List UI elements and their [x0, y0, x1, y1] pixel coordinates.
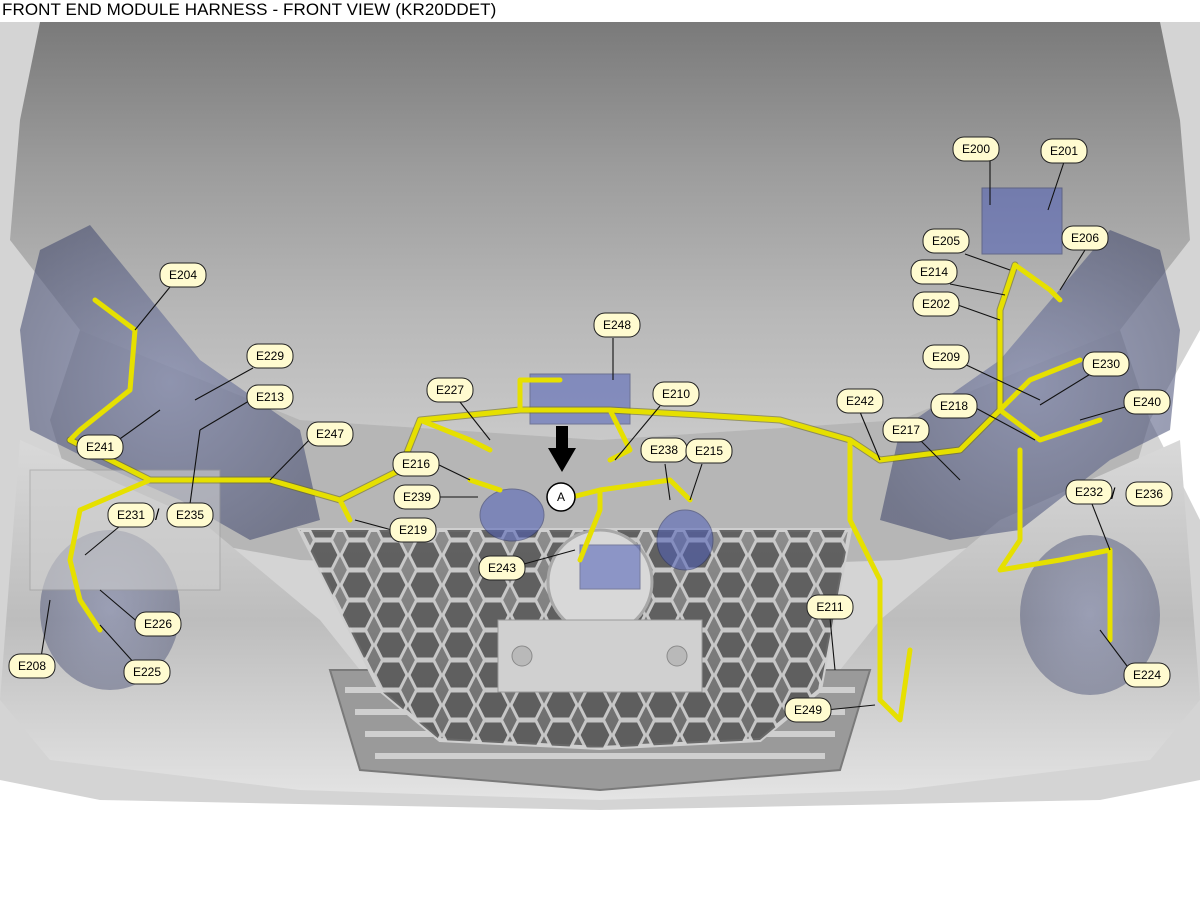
ecu-module: [981, 187, 1063, 255]
callout-label: E215: [695, 444, 723, 458]
callout-label: E243: [488, 561, 516, 575]
callout-e231: E231: [107, 502, 155, 528]
harness-diagram: A E200: [0, 22, 1200, 810]
callout-e241: E241: [76, 434, 124, 460]
callout-label: E202: [922, 297, 950, 311]
svg-text:A: A: [557, 490, 565, 504]
callout-e210: E210: [652, 381, 700, 407]
callout-e248: E248: [593, 312, 641, 338]
callout-e214: E214: [910, 259, 958, 285]
callout-e242: E242: [836, 388, 884, 414]
callout-label: E209: [932, 350, 960, 364]
callout-label: E236: [1135, 487, 1163, 501]
callout-e240: E240: [1123, 389, 1171, 415]
callout-e202: E202: [912, 291, 960, 317]
callout-label: E229: [256, 349, 284, 363]
callout-e217: E217: [882, 417, 930, 443]
callout-label: E205: [932, 234, 960, 248]
left-headlamp: [20, 225, 320, 540]
callout-e230: E230: [1082, 351, 1130, 377]
callout-e227: E227: [426, 377, 474, 403]
callout-e206: E206: [1061, 225, 1109, 251]
callout-label: E210: [662, 387, 690, 401]
marker-a: A: [546, 482, 576, 512]
harness: [66, 261, 1113, 723]
callout-e213: E213: [246, 384, 294, 410]
callout-label: E232: [1075, 485, 1103, 499]
callout-label: E219: [399, 523, 427, 537]
callout-e225: E225: [123, 659, 171, 685]
callout-e209: E209: [922, 344, 970, 370]
callout-e232: E232: [1065, 479, 1113, 505]
callout-e235: E235: [166, 502, 214, 528]
callout-e205: E205: [922, 228, 970, 254]
callout-label: E241: [86, 440, 114, 454]
view-arrow: [548, 426, 576, 472]
callout-e236: E236: [1125, 481, 1173, 507]
callout-label: E226: [144, 617, 172, 631]
callout-e218: E218: [930, 393, 978, 419]
callout-e211: E211: [806, 594, 854, 620]
callout-label: E213: [256, 390, 284, 404]
callout-e224: E224: [1123, 662, 1171, 688]
callout-label: E242: [846, 394, 874, 408]
callout-e215: E215: [685, 438, 733, 464]
callout-label: E211: [816, 600, 843, 614]
callout-e239: E239: [393, 484, 441, 510]
callout-label: E227: [436, 383, 464, 397]
callout-e208: E208: [8, 653, 56, 679]
callout-label: E239: [403, 490, 431, 504]
callout-e229: E229: [246, 343, 294, 369]
horn-left: [479, 488, 545, 542]
callout-label: E200: [962, 142, 990, 156]
callout-label: E235: [176, 508, 204, 522]
horn-right: [656, 509, 714, 571]
diagram-title: FRONT END MODULE HARNESS - FRONT VIEW (K…: [2, 0, 497, 19]
callout-label: E206: [1071, 231, 1099, 245]
callout-label: E231: [117, 508, 145, 522]
callout-e238: E238: [640, 437, 688, 463]
callout-e247: E247: [306, 421, 354, 447]
right-fog-lamp: [1020, 535, 1160, 695]
callout-label: E216: [402, 457, 430, 471]
callout-e216: E216: [392, 451, 440, 477]
right-headlamp: [880, 230, 1180, 540]
callout-e219: E219: [389, 517, 437, 543]
callout-e201: E201: [1040, 138, 1088, 164]
callout-label: E218: [940, 399, 968, 413]
leader-lines: [39, 160, 1133, 711]
callout-label: E201: [1050, 144, 1078, 158]
callout-label: E214: [920, 265, 948, 279]
callout-label: E230: [1092, 357, 1120, 371]
front-camera-unit: [579, 544, 641, 590]
callout-label: E224: [1133, 668, 1161, 682]
callout-e200: E200: [952, 136, 1000, 162]
callout-e204: E204: [159, 262, 207, 288]
callout-label: E204: [169, 268, 197, 282]
callout-label: E248: [603, 318, 631, 332]
separator-e232-e236: /: [1111, 486, 1116, 503]
callout-label: E249: [794, 703, 822, 717]
callout-label: E240: [1133, 395, 1161, 409]
separator-e231-e235: /: [155, 507, 160, 524]
callout-label: E247: [316, 427, 344, 441]
callout-e249: E249: [784, 697, 832, 723]
callout-e243: E243: [478, 555, 526, 581]
callout-label: E225: [133, 665, 161, 679]
callout-label: E217: [892, 423, 920, 437]
callout-label: E208: [18, 659, 46, 673]
callout-label: E238: [650, 443, 678, 457]
callout-e226: E226: [134, 611, 182, 637]
